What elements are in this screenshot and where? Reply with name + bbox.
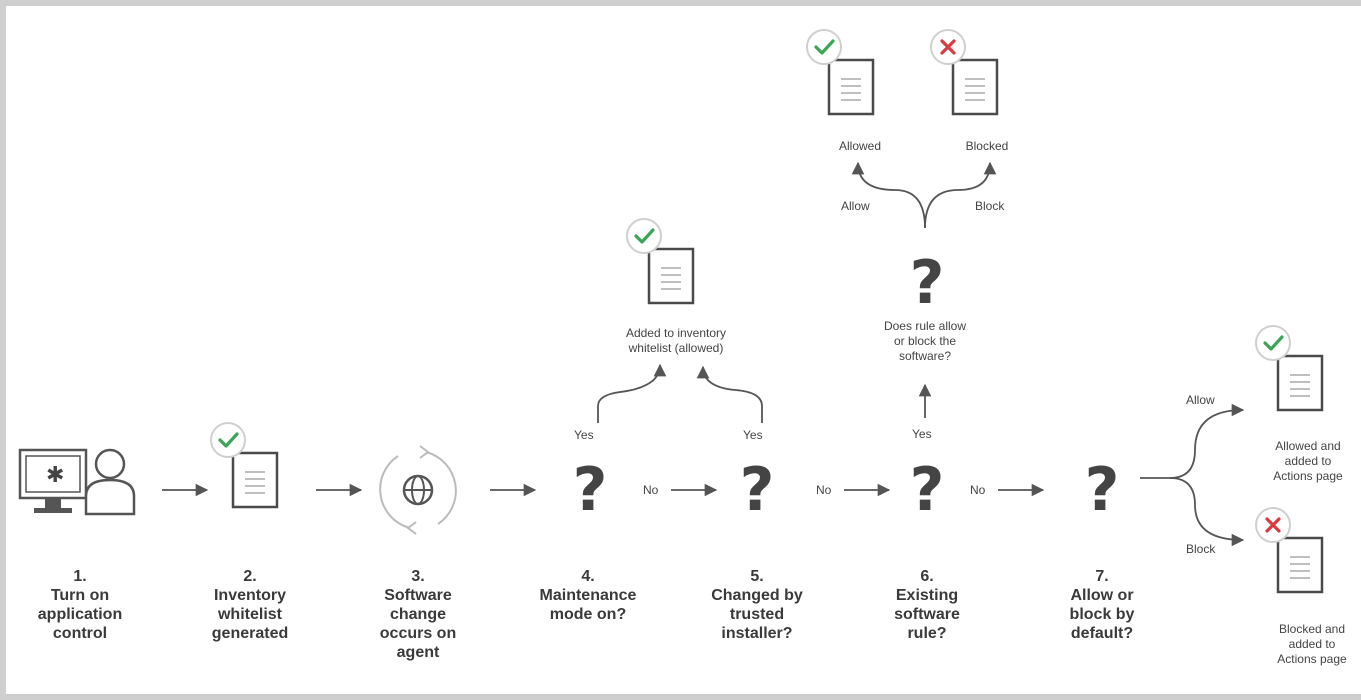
rule-question-line: software? xyxy=(899,349,951,363)
document-cross-icon xyxy=(929,28,999,116)
document-check-icon xyxy=(1254,324,1324,412)
document-check-icon xyxy=(625,217,695,305)
svg-text:Changed by: Changed by xyxy=(711,587,803,604)
step-2-label: 2. Inventory whitelist generated xyxy=(212,568,288,642)
globe-sync-icon xyxy=(379,445,457,535)
yes-arrow xyxy=(597,363,667,423)
block-arrow xyxy=(1169,477,1245,547)
svg-text:Existing: Existing xyxy=(896,587,958,604)
step-4-label: 4. Maintenance mode on? xyxy=(540,568,637,623)
svg-text:installer?: installer? xyxy=(721,625,792,642)
svg-text:trusted: trusted xyxy=(730,606,784,623)
svg-text:Software: Software xyxy=(384,587,452,604)
svg-text:Inventory: Inventory xyxy=(214,587,286,604)
svg-text:5.: 5. xyxy=(750,568,763,585)
rule-question-line: or block the xyxy=(894,334,956,348)
label-allow: Allow xyxy=(841,199,870,213)
label-yes: Yes xyxy=(912,427,932,441)
label-no: No xyxy=(643,483,659,497)
step-1-label: 1. Turn on application control xyxy=(38,568,122,642)
question-mark-icon: ? xyxy=(910,248,945,318)
svg-text:default?: default? xyxy=(1071,625,1133,642)
svg-text:control: control xyxy=(53,625,107,642)
allowed-actions-line: added to xyxy=(1285,454,1332,468)
svg-text:Maintenance: Maintenance xyxy=(540,587,637,604)
svg-text:agent: agent xyxy=(397,644,440,661)
svg-text:3.: 3. xyxy=(411,568,424,585)
blocked-actions-line: Actions page xyxy=(1277,652,1347,666)
blocked-actions-line: added to xyxy=(1289,637,1336,651)
svg-text:generated: generated xyxy=(212,625,288,642)
step-3-label: 3. Software change occurs on agent xyxy=(380,568,456,661)
blocked-actions-line: Blocked and xyxy=(1279,622,1345,636)
svg-text:1.: 1. xyxy=(73,568,86,585)
label-block: Block xyxy=(975,199,1005,213)
inventory-result-line: whitelist (allowed) xyxy=(628,341,724,355)
block-arrow xyxy=(924,161,997,229)
question-mark-icon: ? xyxy=(910,455,945,525)
allowed-actions-line: Actions page xyxy=(1273,469,1343,483)
svg-text:occurs on: occurs on xyxy=(380,625,456,642)
question-mark-icon: ? xyxy=(1085,455,1120,525)
question-mark-icon: ? xyxy=(573,455,608,525)
svg-text:whitelist: whitelist xyxy=(217,606,283,623)
allow-arrow xyxy=(1140,403,1245,479)
svg-text:Turn on: Turn on xyxy=(51,587,109,604)
label-allow: Allow xyxy=(1186,393,1215,407)
allowed-actions-line: Allowed and xyxy=(1275,439,1340,453)
svg-text:block by: block by xyxy=(1070,606,1135,623)
document-check-icon xyxy=(805,28,875,116)
svg-text:7.: 7. xyxy=(1095,568,1108,585)
svg-text:change: change xyxy=(390,606,446,623)
step-5-label: 5. Changed by trusted installer? xyxy=(711,568,803,642)
svg-text:rule?: rule? xyxy=(907,625,946,642)
allowed-label: Allowed xyxy=(839,139,881,153)
svg-text:6.: 6. xyxy=(920,568,933,585)
computer-user-icon: ✱ xyxy=(18,448,136,516)
label-yes: Yes xyxy=(574,428,594,442)
inventory-result-line: Added to inventory xyxy=(626,326,726,340)
svg-text:Allow or: Allow or xyxy=(1070,587,1133,604)
label-yes: Yes xyxy=(743,428,763,442)
step-7-label: 7. Allow or block by default? xyxy=(1070,568,1135,642)
allow-arrow xyxy=(851,161,926,229)
document-check-icon xyxy=(209,421,279,509)
svg-text:2.: 2. xyxy=(243,568,256,585)
label-no: No xyxy=(816,483,832,497)
blocked-label: Blocked xyxy=(966,139,1009,153)
document-cross-icon xyxy=(1254,506,1324,594)
step-6-label: 6. Existing software rule? xyxy=(894,568,960,642)
label-no: No xyxy=(970,483,986,497)
rule-question-line: Does rule allow xyxy=(884,319,966,333)
svg-text:application: application xyxy=(38,606,122,623)
yes-arrow xyxy=(696,365,763,423)
question-mark-icon: ? xyxy=(740,455,775,525)
svg-text:software: software xyxy=(894,606,960,623)
svg-text:4.: 4. xyxy=(581,568,594,585)
svg-text:mode on?: mode on? xyxy=(550,606,626,623)
svg-text:✱: ✱ xyxy=(46,463,64,488)
label-block: Block xyxy=(1186,542,1216,556)
